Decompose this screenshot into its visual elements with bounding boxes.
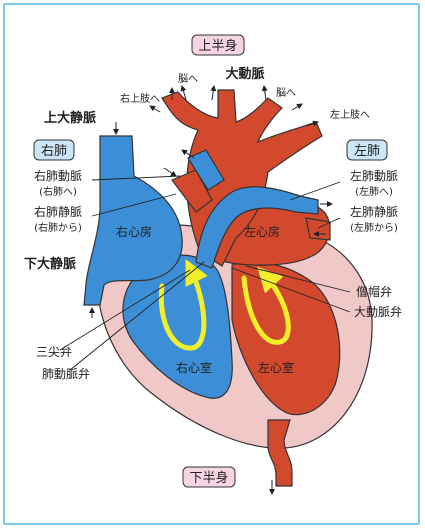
right-ventricle-label: 右心室: [176, 360, 212, 375]
upper-body-badge: [191, 34, 245, 56]
inferior-vena-cava-label: 下大静脈: [24, 256, 76, 272]
flow-arrow-left-ventricle: [241, 266, 291, 345]
right-lung-label: 右肺: [41, 144, 67, 159]
leader-lines: [59, 175, 351, 371]
left-pulmonary-vein-label: 左肺静脈: [350, 204, 398, 219]
mitral-valve-label: 僧帽弁: [356, 284, 392, 299]
right-pulmonary-vein: [171, 169, 213, 213]
tricuspid-valve-label: 三尖弁: [36, 344, 72, 359]
left-lung-label: 左肺: [354, 144, 380, 159]
left-atrium-label: 左心房: [244, 224, 280, 239]
pulmonary-trunk: [195, 186, 319, 269]
left-lung-badge: [346, 139, 388, 161]
from-right-lung-label: (右肺から): [34, 221, 82, 234]
to-left-lung-label: (左肺へ): [355, 185, 393, 198]
right-pulmonary-artery: [187, 149, 225, 191]
lower-body-badge: [182, 466, 236, 488]
pulmonary-valve-label: 肺動脈弁: [42, 366, 90, 381]
descending-aorta: [267, 419, 293, 487]
vena-cava-right-atrium: [83, 135, 183, 306]
left-pulmonary-artery-label: 左肺動脈: [350, 168, 398, 183]
aortic-valve-label: 大動脈弁: [354, 304, 402, 319]
to-brain-left-label: 脳へ: [178, 73, 198, 85]
aorta-arch: [161, 89, 323, 267]
right-pulmonary-artery-label: 右肺動脈: [34, 168, 82, 183]
to-right-lung-label: (右肺へ): [39, 185, 77, 198]
direction-arrows: [89, 85, 333, 495]
aorta-label: 大動脈: [225, 66, 264, 82]
to-left-upper-limb-label: 左上肢へ: [330, 108, 370, 121]
right-atrium-label: 右心房: [116, 224, 152, 239]
superior-vena-cava-label: 上大静脈: [44, 110, 96, 126]
lower-body-label: 下半身: [189, 470, 228, 486]
left-ventricle-label: 左心室: [258, 360, 294, 375]
right-pulmonary-vein-label: 右肺静脈: [34, 204, 82, 219]
to-brain-right-label: 脳へ: [276, 87, 296, 99]
from-left-lung-label: (左肺から): [350, 221, 398, 234]
left-pulmonary-vein: [305, 217, 331, 241]
flow-arrow-right-ventricle: [158, 259, 208, 351]
upper-body-label: 上半身: [198, 38, 237, 54]
to-right-upper-limb-label: 右上肢へ: [120, 92, 160, 105]
right-lung-badge: [33, 139, 75, 161]
